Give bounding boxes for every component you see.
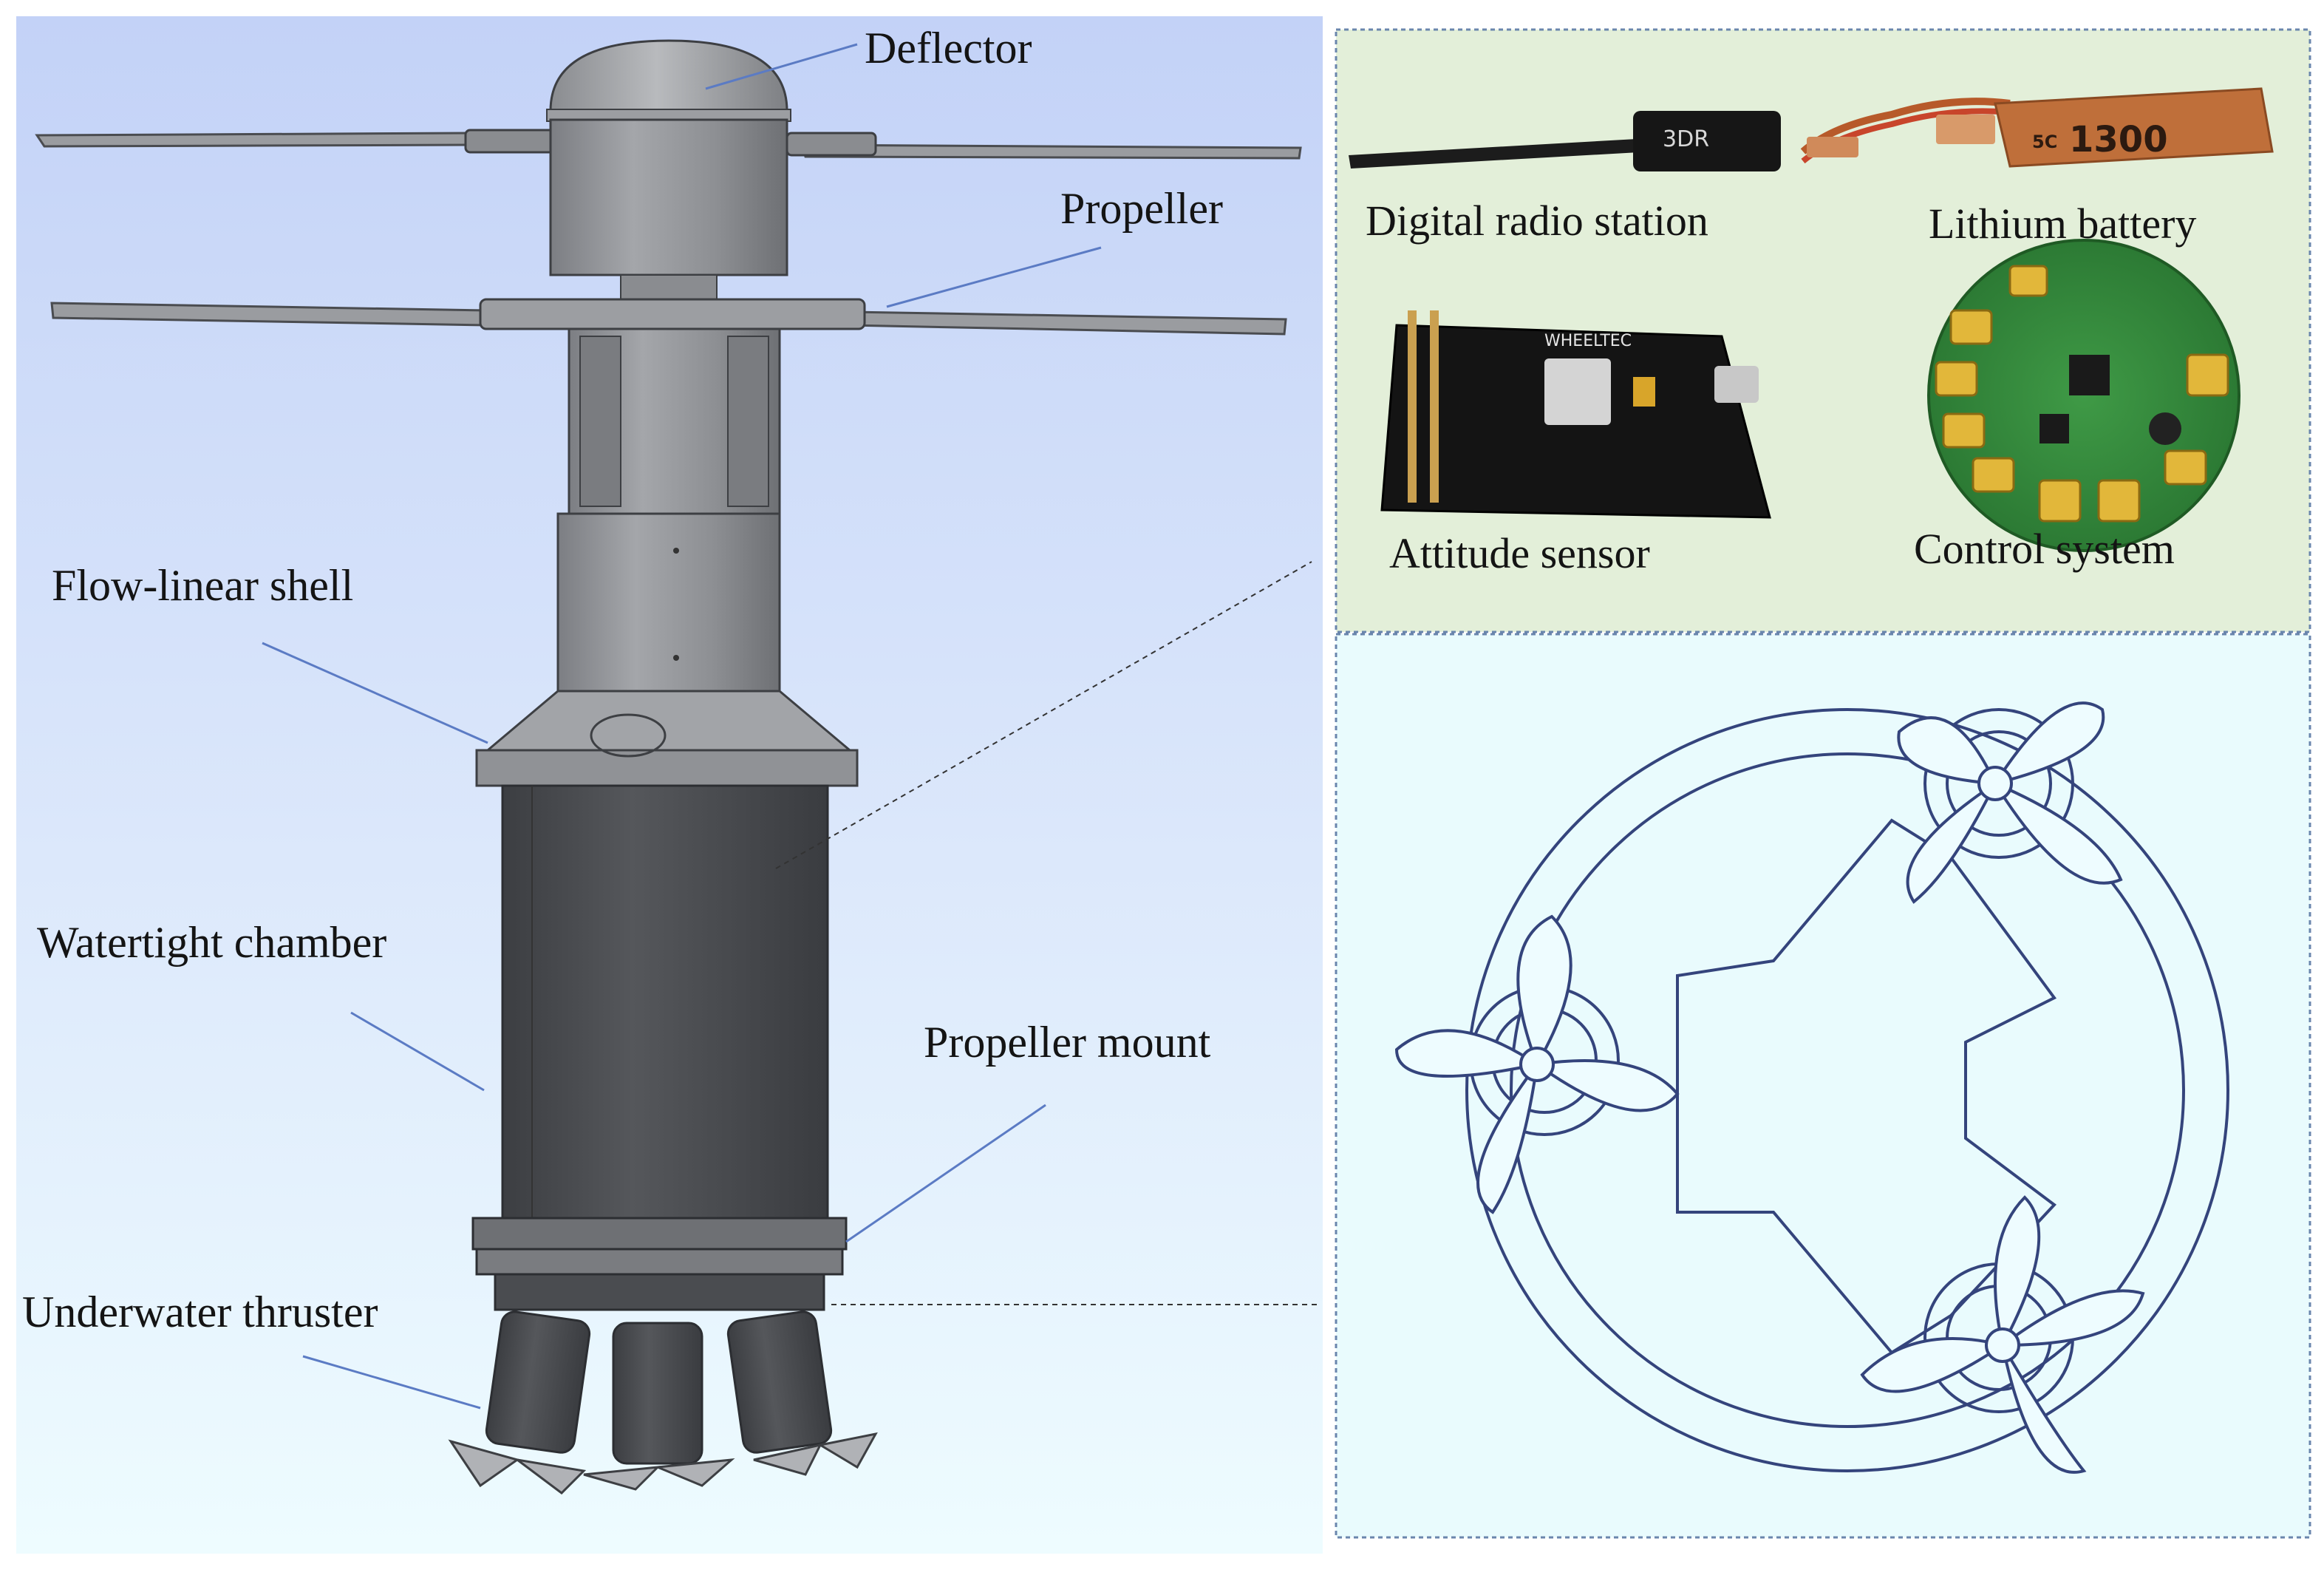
- upper-propeller: [35, 129, 1302, 160]
- label-propeller-mount: Propeller mount: [924, 1018, 1211, 1067]
- propeller-top: [1897, 701, 2123, 904]
- watertight-chamber: [501, 784, 829, 1220]
- leader-propeller-mount: [845, 1104, 1046, 1243]
- leader-propeller: [886, 246, 1102, 308]
- leader-flow-linear-shell: [262, 642, 488, 744]
- attitude-sensor-image: WHEELTEC: [1380, 310, 1771, 519]
- leader-lines: [262, 43, 1102, 1410]
- lithium-battery-image: 5C 1300: [1800, 87, 2274, 168]
- lower-propeller: [50, 298, 1287, 336]
- star-frame: [1676, 818, 2057, 1355]
- thruster-layout-background: [1335, 633, 2311, 1539]
- label-control-system: Control system: [1914, 525, 2175, 573]
- thruster-hub-top-inner: [1946, 730, 2052, 837]
- label-flow-linear-shell: Flow-linear shell: [52, 561, 353, 610]
- underwater-thrusters: [448, 1310, 878, 1495]
- label-propeller: Propeller: [1060, 184, 1223, 233]
- label-lithium-battery: Lithium battery: [1929, 200, 2196, 248]
- digital-radio-image: 3DR: [1349, 111, 1781, 171]
- leader-watertight-chamber: [350, 1011, 485, 1092]
- label-digital-radio-station: Digital radio station: [1366, 197, 1708, 245]
- left-panel: [16, 16, 1323, 1554]
- radio-brand-marking: 3DR: [1663, 126, 1709, 152]
- propeller-left: [1394, 914, 1680, 1214]
- propeller-mount: [471, 1217, 848, 1311]
- battery-capacity-marking: 1300: [2069, 119, 2168, 160]
- battery-rating-marking: 5C: [2032, 132, 2057, 152]
- label-deflector: Deflector: [865, 24, 1032, 72]
- components-panel: 3DR 5C 1300 WHEELTEC: [1335, 28, 2311, 633]
- propeller-bottom: [1860, 1195, 2145, 1474]
- label-watertight-chamber: Watertight chamber: [37, 918, 386, 967]
- thruster-layout-panel: [1335, 633, 2311, 1539]
- thruster-layout-drawing: [1394, 701, 2229, 1474]
- leader-deflector: [705, 43, 858, 90]
- label-underwater-thruster: Underwater thruster: [22, 1288, 378, 1336]
- dashed-connector-top: [775, 561, 1312, 869]
- flow-linear-shell: [475, 690, 859, 787]
- inner-ring: [1510, 752, 2185, 1428]
- leader-underwater-thruster: [302, 1355, 481, 1410]
- control-system-image: [1927, 239, 2240, 552]
- deflector-assembly: [546, 39, 791, 305]
- outer-ring: [1465, 708, 2229, 1472]
- sensor-brand-marking: WHEELTEC: [1544, 332, 1632, 350]
- label-attitude-sensor: Attitude sensor: [1389, 529, 1650, 577]
- mast: [556, 327, 781, 693]
- thruster-hub-top: [1923, 708, 2074, 859]
